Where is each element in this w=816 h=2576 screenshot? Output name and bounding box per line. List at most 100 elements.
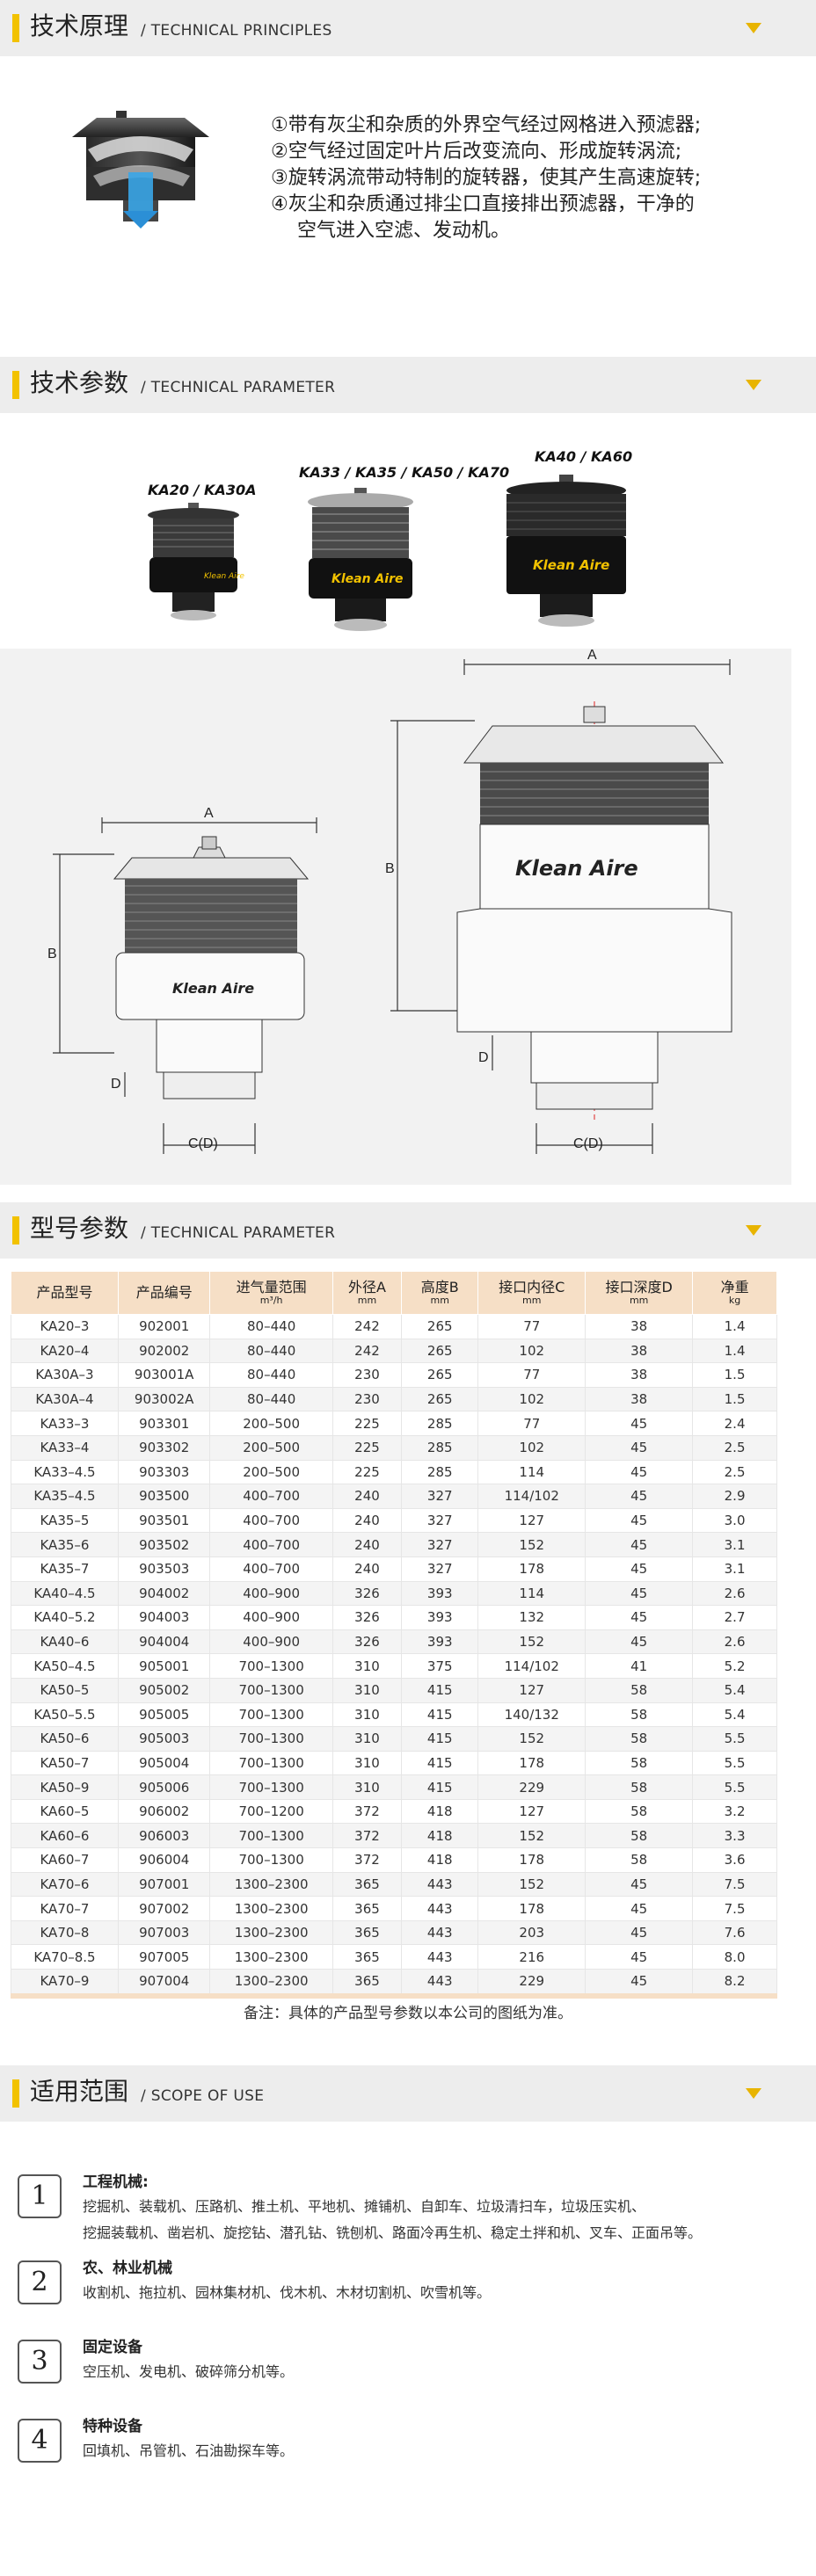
dimension-label-d: D [111,1077,121,1092]
table-cell: KA40–5.2 [11,1605,119,1630]
table-cell: 418 [401,1847,479,1873]
table-cell: 443 [401,1944,479,1970]
table-cell: 58 [585,1774,694,1800]
table-cell: 903301 [117,1411,211,1436]
dimension-label-b: B [47,947,57,961]
table-cell: 77 [477,1314,586,1339]
triangle-down-icon [746,1225,761,1236]
table-cell: 393 [401,1605,479,1630]
section-header-models: 型号参数 / TECHNICAL PARAMETER [0,1202,816,1259]
table-cell: 80–440 [209,1314,333,1339]
table-cell: 38 [585,1362,694,1388]
table-cell: 5.4 [692,1677,777,1703]
table-cell: 443 [401,1919,479,1946]
table-cell: 45 [585,1459,694,1485]
section-title: 适用范围 [30,2077,129,2106]
table-note: 备注：具体的产品型号参数以本公司的图纸为准。 [244,2005,572,2022]
table-cell: KA50–6 [11,1726,119,1752]
table-cell: 102 [477,1338,586,1364]
dimension-label-d: D [478,1050,489,1065]
table-cell: 5.5 [692,1726,777,1752]
accent-bar [12,14,19,42]
table-cell: 285 [401,1411,479,1436]
table-cell: KA33–3 [11,1411,119,1436]
table-cell: KA35–5 [11,1507,119,1534]
table-cell: 152 [477,1726,586,1752]
product-label-small: KA20 / KA30A [148,482,257,498]
table-cell: 45 [585,1532,694,1557]
table-cell: KA70–8.5 [11,1944,119,1970]
table-cell: 225 [332,1434,403,1461]
table-cell: 38 [585,1386,694,1412]
product-photo-large: Klean Aire [506,475,626,627]
table-cell: 903503 [117,1556,211,1582]
table-cell: 45 [585,1944,694,1970]
table-cell: 2.5 [692,1434,777,1461]
table-cell: 375 [401,1653,479,1679]
dimension-label-a: A [204,806,214,821]
table-cell: 58 [585,1677,694,1703]
table-cell: 80–440 [209,1386,333,1412]
table-cell: 178 [477,1556,586,1582]
accent-bar [12,1216,19,1244]
table-cell: 418 [401,1798,479,1825]
table-cell: 903501 [117,1507,211,1534]
table-cell: 7.5 [692,1896,777,1921]
table-cell: 3.0 [692,1507,777,1534]
principle-description: ①带有灰尘和杂质的外界空气经过网格进入预滤器; ②空气经过固定叶片后改变流向、形… [271,114,702,242]
table-cell: 203 [477,1919,586,1946]
table-cell: 907003 [117,1919,211,1946]
table-cell: 415 [401,1774,479,1800]
table-cell: 443 [401,1871,479,1898]
table-cell: 906003 [117,1823,211,1849]
table-cell: 400–700 [209,1484,333,1509]
table-cell: KA35–6 [11,1532,119,1557]
table-cell: KA35–4.5 [11,1484,119,1509]
table-cell: 3.1 [692,1532,777,1557]
table-cell: KA60–6 [11,1823,119,1849]
table-cell: 152 [477,1629,586,1655]
table-cell: 240 [332,1507,403,1534]
table-cell: 400–900 [209,1629,333,1655]
table-cell: 45 [585,1434,694,1461]
section-header-parameter: 技术参数 / TECHNICAL PARAMETER [0,357,816,413]
table-cell: 80–440 [209,1362,333,1388]
table-cell: 38 [585,1338,694,1364]
table-cell: 310 [332,1726,403,1752]
table-cell: KA50–5 [11,1677,119,1703]
table-cell: 327 [401,1532,479,1557]
scope-item-title: 固定设备 [83,2339,142,2356]
table-cell: 2.4 [692,1411,777,1436]
table-cell: 907004 [117,1969,211,1999]
table-cell: KA50–5.5 [11,1702,119,1728]
table-cell: 905002 [117,1677,211,1703]
table-cell: KA33–4 [11,1434,119,1461]
table-cell: 41 [585,1653,694,1679]
table-cell: 372 [332,1798,403,1825]
section-title: 型号参数 [30,1214,129,1243]
table-cell: 400–700 [209,1532,333,1557]
table-cell: KA50–9 [11,1774,119,1800]
table-cell: KA70–7 [11,1896,119,1921]
table-cell: 443 [401,1969,479,1999]
table-cell: 700–1300 [209,1750,333,1776]
table-cell: 240 [332,1484,403,1509]
table-cell: 906002 [117,1798,211,1825]
table-cell: 902002 [117,1338,211,1364]
table-cell: 127 [477,1507,586,1534]
table-cell: 365 [332,1896,403,1921]
table-cell: 5.5 [692,1750,777,1776]
table-cell: 905005 [117,1702,211,1728]
